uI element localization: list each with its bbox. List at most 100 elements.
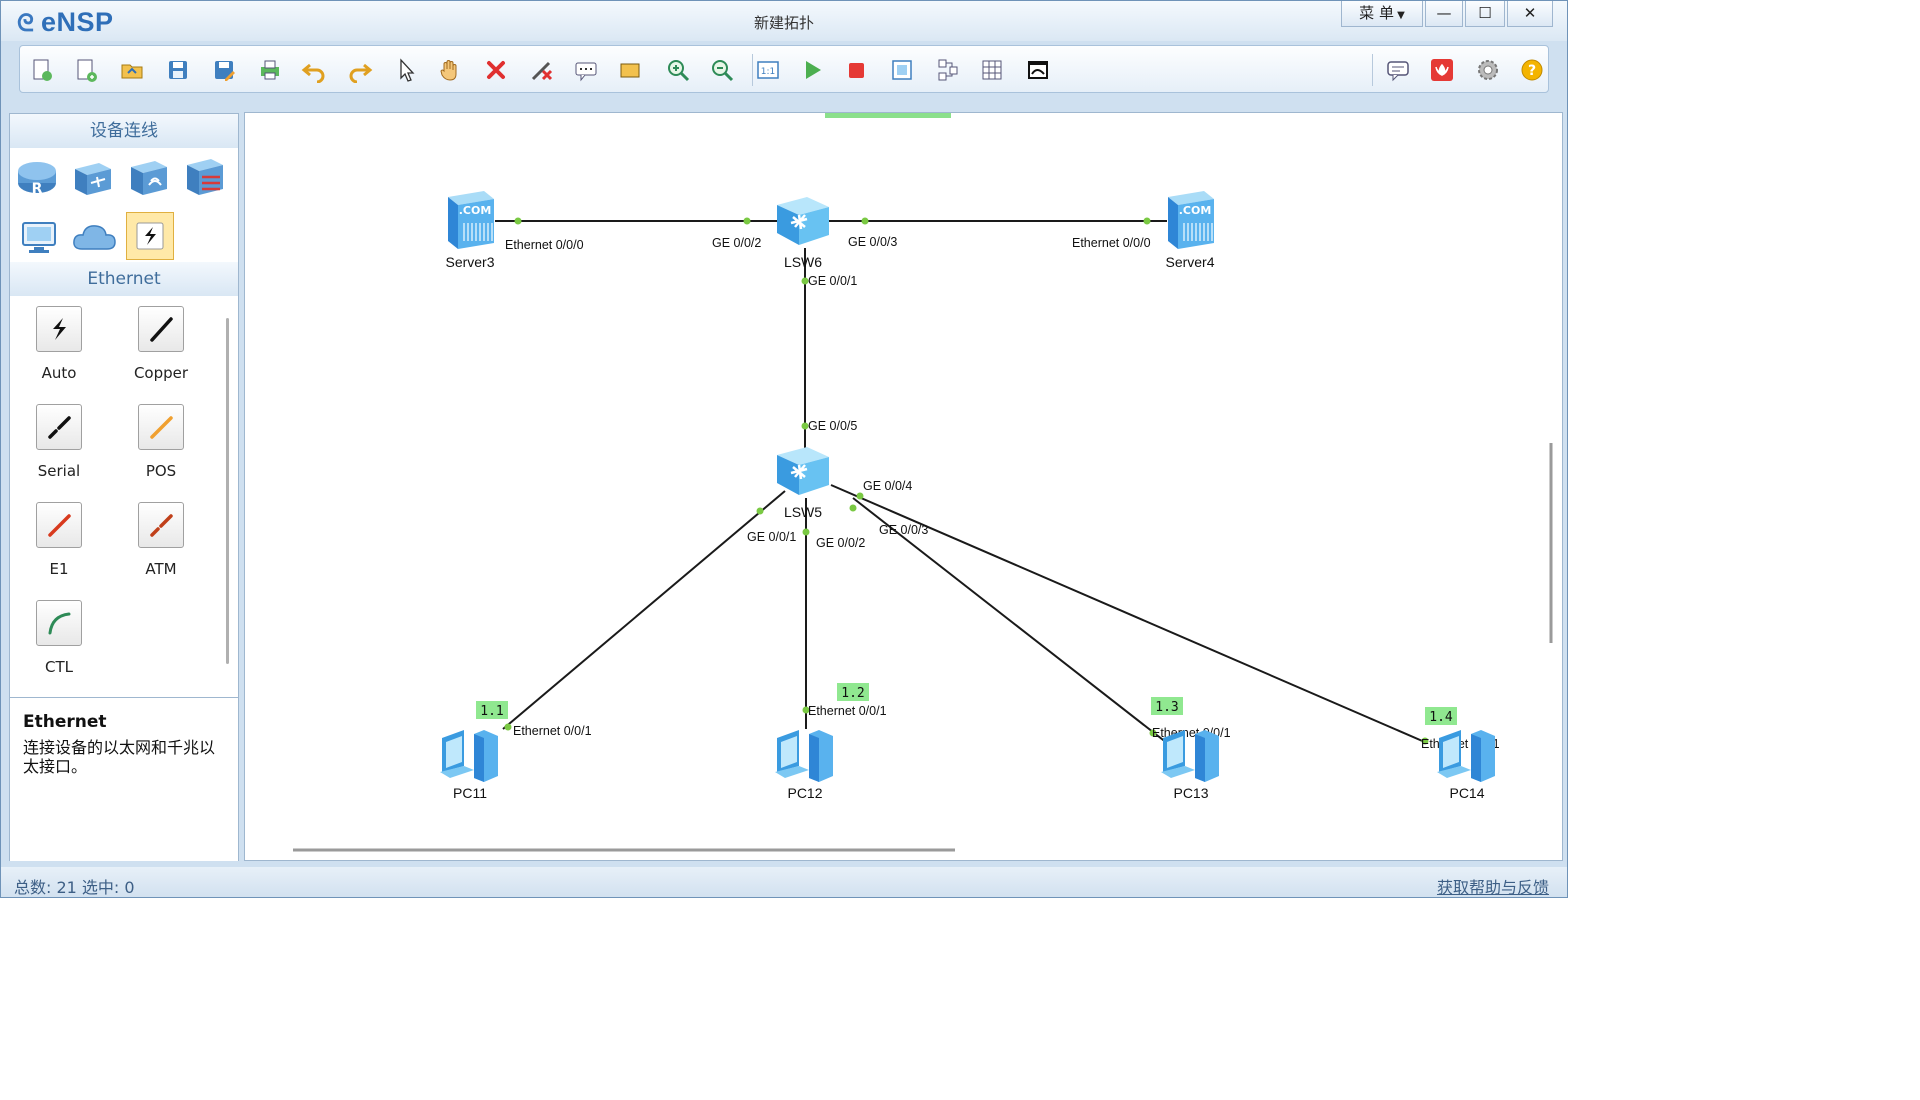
switch-icon[interactable] <box>777 197 829 245</box>
menu-button[interactable]: 菜 单 ▼ <box>1341 1 1423 27</box>
port-dot <box>849 504 857 512</box>
connection-e1[interactable]: E1 <box>14 502 104 594</box>
connection-label: Serial <box>37 462 81 480</box>
text-note-button[interactable] <box>572 56 600 84</box>
pc-icon[interactable] <box>775 730 833 782</box>
redo-icon <box>349 63 373 83</box>
menu-label: 菜 单 <box>1359 4 1394 22</box>
switch-category-icon[interactable] <box>70 154 116 200</box>
connection-label: POS <box>145 462 177 480</box>
port-dot <box>861 217 869 225</box>
port-dot <box>802 528 810 536</box>
connection-atm[interactable]: ATM <box>116 502 206 594</box>
network-link[interactable] <box>830 484 1428 744</box>
save-as-button[interactable] <box>210 56 238 84</box>
info-description: 连接设备的以太网和千兆以太接口。 <box>23 738 216 776</box>
wireless-category-icon[interactable] <box>126 154 172 200</box>
open-button[interactable] <box>118 56 146 84</box>
server-icon[interactable]: .COM <box>448 191 494 249</box>
fit-view-button[interactable]: 1:1 <box>754 56 782 84</box>
ip-note-box[interactable] <box>476 701 508 719</box>
help-feedback-link[interactable]: 获取帮助与反馈 <box>1436 878 1549 897</box>
device-label: Server3 <box>445 254 494 270</box>
device-label: LSW5 <box>784 504 822 520</box>
ip-note-box[interactable] <box>837 683 869 701</box>
console-button[interactable] <box>1024 56 1052 84</box>
zoom-in-button[interactable] <box>664 56 692 84</box>
stop-device-button[interactable] <box>842 56 870 84</box>
ip-note-label: 1.4 <box>1429 710 1453 725</box>
pc-icon[interactable] <box>440 730 498 782</box>
topology-button[interactable] <box>934 56 962 84</box>
chat-button[interactable] <box>1384 56 1412 84</box>
select-button[interactable] <box>392 56 420 84</box>
select-icon <box>400 58 415 82</box>
huawei-button[interactable] <box>1428 56 1456 84</box>
new-topology-icon <box>33 59 52 81</box>
connection-list-scrollbar[interactable] <box>226 318 229 664</box>
connection-serial[interactable]: Serial <box>14 404 104 496</box>
undo-button[interactable] <box>300 56 328 84</box>
status-bar: 总数: 21 选中: 0 获取帮助与反馈 <box>1 867 1567 897</box>
port-label: GE 0/0/1 <box>808 274 857 288</box>
delete-button[interactable] <box>482 56 510 84</box>
settings-button[interactable] <box>1474 56 1502 84</box>
svg-text:.COM: .COM <box>1179 204 1212 217</box>
help-button[interactable]: ? <box>1518 56 1546 84</box>
capture-icon <box>892 60 912 80</box>
device-label: Server4 <box>1165 254 1214 270</box>
window-title: 新建拓扑 <box>753 14 814 32</box>
new-topology-button[interactable] <box>28 56 56 84</box>
port-dot <box>1421 737 1429 745</box>
rectangle-button[interactable] <box>616 56 644 84</box>
start-device-button[interactable] <box>798 56 826 84</box>
connection-pos[interactable]: POS <box>116 404 206 496</box>
maximize-button[interactable]: ☐ <box>1465 1 1505 27</box>
console-icon <box>1028 61 1048 79</box>
zoom-out-button[interactable] <box>708 56 736 84</box>
new-lab-button[interactable] <box>72 56 100 84</box>
server-icon[interactable]: .COM <box>1168 191 1214 249</box>
new-lab-icon <box>77 59 97 82</box>
capture-button[interactable] <box>888 56 916 84</box>
redo-button[interactable] <box>346 56 374 84</box>
port-label: GE 0/0/3 <box>848 235 897 249</box>
undo-icon <box>301 63 325 83</box>
switch-icon[interactable] <box>777 447 829 495</box>
delete-link-button[interactable] <box>528 56 556 84</box>
zoom-in-icon <box>668 60 690 82</box>
connection-auto[interactable]: Auto <box>14 306 104 398</box>
auto-connection-icon <box>36 306 82 352</box>
port-label: Ethernet 0/0/0 <box>505 238 584 252</box>
atm-cable-icon <box>138 502 184 548</box>
pan-hand-button[interactable] <box>436 56 464 84</box>
menu-dropdown-icon: ▼ <box>1393 10 1405 21</box>
port-dot <box>801 422 809 430</box>
canvas-top-marker <box>825 113 951 118</box>
port-dot <box>802 706 810 714</box>
ip-note-box[interactable] <box>1151 697 1183 715</box>
ip-note-box[interactable] <box>1425 707 1457 725</box>
grid-button[interactable] <box>978 56 1006 84</box>
close-button[interactable]: ✕ <box>1507 1 1553 27</box>
pc-icon[interactable] <box>1437 730 1495 782</box>
network-link[interactable] <box>852 497 1168 744</box>
stop-device-icon <box>849 63 864 78</box>
pc-category-icon[interactable] <box>16 214 62 260</box>
ctl-cable-icon <box>36 600 82 646</box>
router-category-icon[interactable]: R <box>14 154 60 200</box>
connection-ctl[interactable]: CTL <box>14 600 104 692</box>
connection-copper[interactable]: Copper <box>116 306 206 398</box>
print-button[interactable] <box>256 56 284 84</box>
minimize-button[interactable]: — <box>1425 1 1463 27</box>
cloud-category-icon[interactable] <box>72 214 118 260</box>
network-link[interactable] <box>502 490 786 730</box>
firewall-category-icon[interactable] <box>182 154 228 200</box>
port-label: GE 0/0/1 <box>747 530 796 544</box>
chat-icon <box>1387 61 1409 82</box>
settings-icon <box>1478 60 1498 80</box>
save-button[interactable] <box>164 56 192 84</box>
pc-icon[interactable] <box>1161 730 1219 782</box>
connection-category-icon[interactable] <box>126 212 174 260</box>
